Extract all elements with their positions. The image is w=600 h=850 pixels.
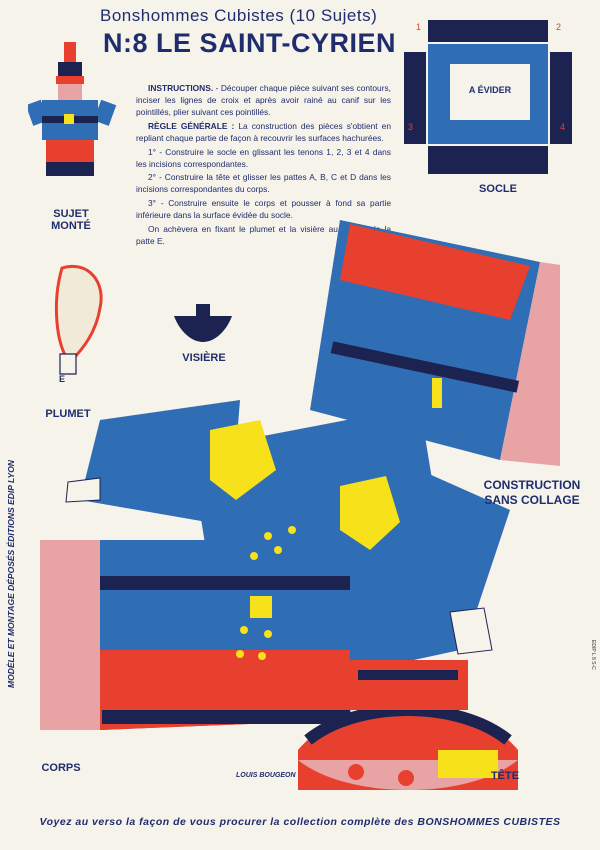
instruction-paragraph: 1° - Construire le socle en glissant les… [136,147,391,171]
svg-text:3: 3 [408,122,413,132]
plume-figure [64,42,76,66]
label-sujet-monte: SUJET MONTÉ [51,208,91,232]
label-tete: TÊTE [490,770,520,782]
label-construction: CONSTRUCTION SANS COLLAGE [483,478,581,507]
svg-text:2: 2 [556,22,561,32]
visiere-piece [174,304,232,342]
page-title: N:8 LE SAINT-CYRIEN [103,28,397,58]
instruction-paragraph: On achèvera en fixant le plumet et la vi… [136,224,391,248]
socle-piece: 1 2 3 4 [404,20,572,174]
instruction-lead: INSTRUCTIONS. [148,83,214,93]
tete-piece [298,660,518,790]
label-visiere: VISIÈRE [182,352,226,364]
svg-text:1: 1 [416,22,421,32]
footer-note: Voyez au verso la façon de vous procurer… [39,816,561,828]
instruction-text: - Découper chaque pièce suivant ses cont… [136,83,391,117]
instruction-text: 3° - Construire ensuite le corps et pous… [136,198,391,221]
instruction-paragraph: INSTRUCTIONS. - Découper chaque pièce su… [136,83,391,119]
credit-vertical: MODÈLE ET MONTAGE DÉPOSÉS ÉDITIONS EDIP … [6,460,16,688]
tab-e-label: E [58,374,65,384]
label-corps: CORPS [41,762,81,774]
artist-signature: LOUIS BOUGEON [236,772,296,779]
label-socle: SOCLE [479,183,517,195]
instruction-paragraph: RÈGLE GÉNÉRALE : La construction des piè… [136,121,391,145]
label-plumet: PLUMET [45,408,91,420]
instructions: INSTRUCTIONS. - Découper chaque pièce su… [136,83,391,250]
instruction-paragraph: 3° - Construire ensuite le corps et pous… [136,198,391,222]
series-title: Bonshommes Cubistes (10 Sujets) [100,6,378,25]
instruction-lead: RÈGLE GÉNÉRALE : [148,120,235,131]
print-code: EDIP L 8 S-C [590,640,596,670]
assembled-figure-illustration [28,42,117,176]
instruction-text: 2° - Construire la tête et glisser les p… [136,172,391,195]
instruction-text: On achèvera en fixant le plumet et la vi… [136,224,391,247]
instruction-text: La construction des pièces s'obtient en … [136,120,391,143]
corps-piece [40,220,560,730]
instruction-text: 1° - Construire le socle en glissant les… [136,146,391,169]
plumet-piece [54,264,103,375]
label-a-evider: A ÉVIDER [468,85,512,95]
instruction-paragraph: 2° - Construire la tête et glisser les p… [136,172,391,196]
svg-text:4: 4 [560,122,565,132]
